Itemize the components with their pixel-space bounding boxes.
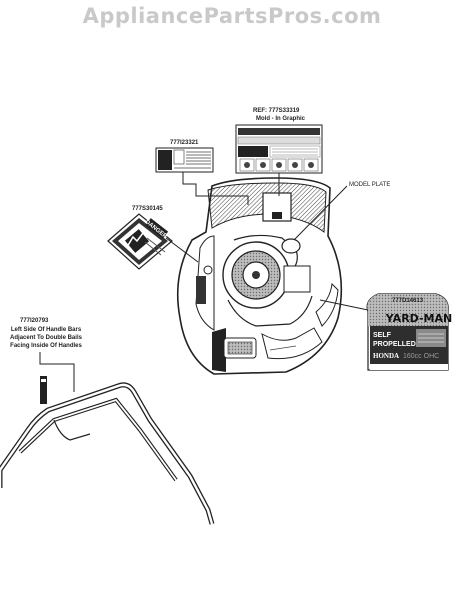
brand-line-1: SELF xyxy=(373,332,392,339)
handle-note-line: Left Side Of Handle Bars xyxy=(10,327,82,333)
part-777s30145-label: 777S30145 xyxy=(132,206,163,212)
mower-deck xyxy=(176,177,343,375)
brand-name: YARD-MAN xyxy=(385,312,452,325)
yard-man-decal: YARD-MAN SELF PROPELLED HONDA 160cc OHC xyxy=(366,293,452,371)
mold-in-graphic-decal xyxy=(235,124,323,174)
part-777i20793-label: 777I20793 xyxy=(20,318,49,324)
decal-777i23321 xyxy=(155,147,214,173)
model-plate-label: MODEL PLATE xyxy=(349,182,391,188)
ref-note-label: Mold - In Graphic xyxy=(256,116,305,122)
handle-note: Left Side Of Handle Bars Adjacent To Dou… xyxy=(0,326,92,350)
brand-line-2: PROPELLED xyxy=(373,341,416,348)
danger-decal: DANGER xyxy=(107,213,173,270)
engine-spec: 160cc OHC xyxy=(403,353,439,360)
ref-part-label: REF: 777S33319 xyxy=(253,108,300,114)
watermark: AppliancePartsPros.com xyxy=(82,4,382,28)
part-777i23321-label: 777I23321 xyxy=(170,140,199,146)
part-777d14613-label: 777D14613 xyxy=(392,298,424,304)
handle-note-line: Facing Inside Of Handles xyxy=(10,343,82,349)
leader-lines xyxy=(39,172,369,392)
engine-make: HONDA xyxy=(373,352,399,360)
handle-note-line: Adjacent To Double Bails xyxy=(10,335,82,341)
handle-bars xyxy=(0,376,215,525)
